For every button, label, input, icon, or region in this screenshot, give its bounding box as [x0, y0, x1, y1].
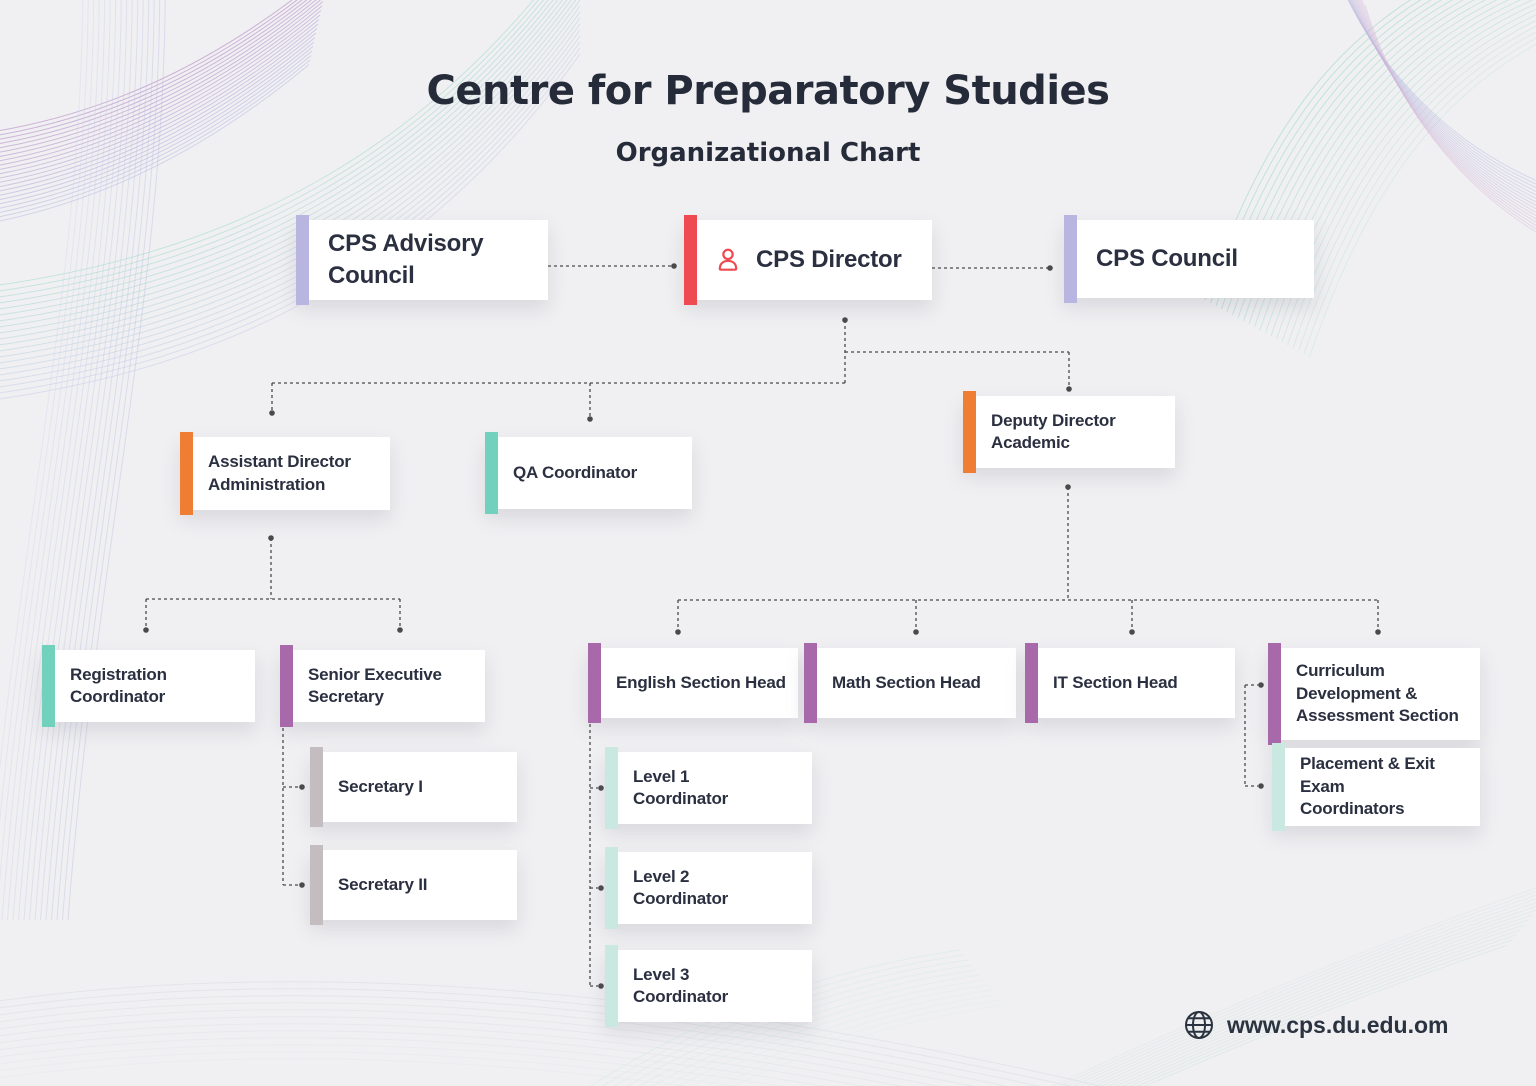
node-label: QA Coordinator	[513, 462, 638, 482]
globe-icon	[1182, 1008, 1216, 1042]
connector-dot	[1129, 629, 1135, 635]
node-cps-council: CPS Council	[1064, 215, 1314, 303]
node-label: CPS Council	[1096, 244, 1238, 272]
node-placement-exit-exam-coordinators: Placement & Exit Exam Coordinators	[1272, 743, 1480, 831]
node-label: Level 3 Coordinator	[633, 964, 729, 1006]
connector-dot	[671, 263, 677, 269]
node-label: Level 2 Coordinator	[633, 866, 729, 908]
accent-bar	[963, 391, 976, 473]
node-label: CPS Advisory Council	[328, 229, 484, 289]
footer-website: www.cps.du.edu.om	[1182, 1008, 1449, 1042]
node-deputy-director-academic: Deputy Director Academic	[963, 391, 1175, 473]
node-senior-executive-secretary: Senior Executive Secretary	[280, 645, 485, 727]
accent-bar	[605, 847, 618, 929]
node-assistant-director-administration: Assistant Director Administration	[180, 432, 390, 515]
accent-bar	[180, 432, 193, 515]
accent-bar	[42, 645, 55, 727]
connector-levels	[589, 718, 598, 987]
node-cps-director: CPS Director	[684, 215, 932, 305]
connector-dot	[598, 885, 604, 891]
node-label: Registration Coordinator	[70, 664, 167, 706]
connector-secretaries	[282, 722, 299, 886]
node-label: CPS Director	[756, 245, 902, 273]
accent-bar	[1025, 643, 1038, 723]
connector-dot	[299, 784, 305, 790]
accent-bar	[684, 215, 697, 305]
accent-bar	[1272, 743, 1285, 831]
node-secretary-2: Secretary II	[310, 845, 517, 925]
node-cps-advisory-council: CPS Advisory Council	[296, 215, 548, 305]
node-curriculum-development-assessment: Curriculum Development & Assessment Sect…	[1268, 643, 1480, 745]
footer-website-text: www.cps.du.edu.om	[1227, 1011, 1449, 1038]
node-label: Assistant Director Administration	[208, 452, 351, 494]
node-label: Level 1 Coordinator	[633, 766, 729, 808]
connector-dot	[1258, 682, 1264, 688]
connector-assistant-tree	[145, 538, 401, 627]
accent-bar	[605, 747, 618, 829]
accent-bar	[804, 643, 817, 723]
connector-placement	[1244, 684, 1258, 787]
node-label: Placement & Exit Exam Coordinators	[1300, 754, 1435, 819]
node-label: Deputy Director Academic	[991, 410, 1116, 452]
connector-dot	[269, 410, 275, 416]
accent-bar	[310, 747, 323, 827]
connector-dot	[587, 416, 593, 422]
node-level-3-coordinator: Level 3 Coordinator	[605, 945, 812, 1027]
person-icon	[714, 246, 742, 274]
accent-bar	[1268, 643, 1281, 745]
page-title: Centre for Preparatory Studies	[426, 68, 1110, 114]
page-subtitle: Organizational Chart	[615, 138, 921, 168]
node-math-section-head: Math Section Head	[804, 643, 1016, 723]
accent-bar	[1064, 215, 1077, 303]
connector-dot	[598, 785, 604, 791]
accent-bar	[310, 845, 323, 925]
connector-dot	[397, 627, 403, 633]
node-label: Secretary II	[338, 874, 428, 894]
connector-dot	[143, 627, 149, 633]
node-label: Curriculum Development & Assessment Sect…	[1296, 661, 1459, 726]
connector-dot	[598, 983, 604, 989]
connector-dot	[299, 882, 305, 888]
accent-bar	[605, 945, 618, 1027]
node-secretary-1: Secretary I	[310, 747, 517, 827]
accent-bar	[280, 645, 293, 727]
accent-bar	[296, 215, 309, 305]
connector-deputy-tree	[677, 487, 1379, 629]
node-label: Senior Executive Secretary	[308, 664, 442, 706]
node-it-section-head: IT Section Head	[1025, 643, 1235, 723]
node-label: Math Section Head	[832, 672, 981, 692]
node-label: English Section Head	[616, 672, 786, 692]
node-registration-coordinator: Registration Coordinator	[42, 645, 255, 727]
connector-dot	[675, 629, 681, 635]
node-label: Secretary I	[338, 776, 423, 796]
node-qa-coordinator: QA Coordinator	[485, 432, 692, 514]
connector-dot	[1258, 783, 1264, 789]
connector-dot	[913, 629, 919, 635]
node-label: IT Section Head	[1053, 672, 1178, 692]
connector-to-deputy	[845, 351, 1070, 386]
accent-bar	[588, 643, 601, 723]
node-english-section-head: English Section Head	[588, 643, 798, 723]
connector-dot	[1066, 386, 1072, 392]
node-level-1-coordinator: Level 1 Coordinator	[605, 747, 812, 829]
connector-dot	[1375, 629, 1381, 635]
connector-dot	[1047, 265, 1053, 271]
node-level-2-coordinator: Level 2 Coordinator	[605, 847, 812, 929]
accent-bar	[485, 432, 498, 514]
